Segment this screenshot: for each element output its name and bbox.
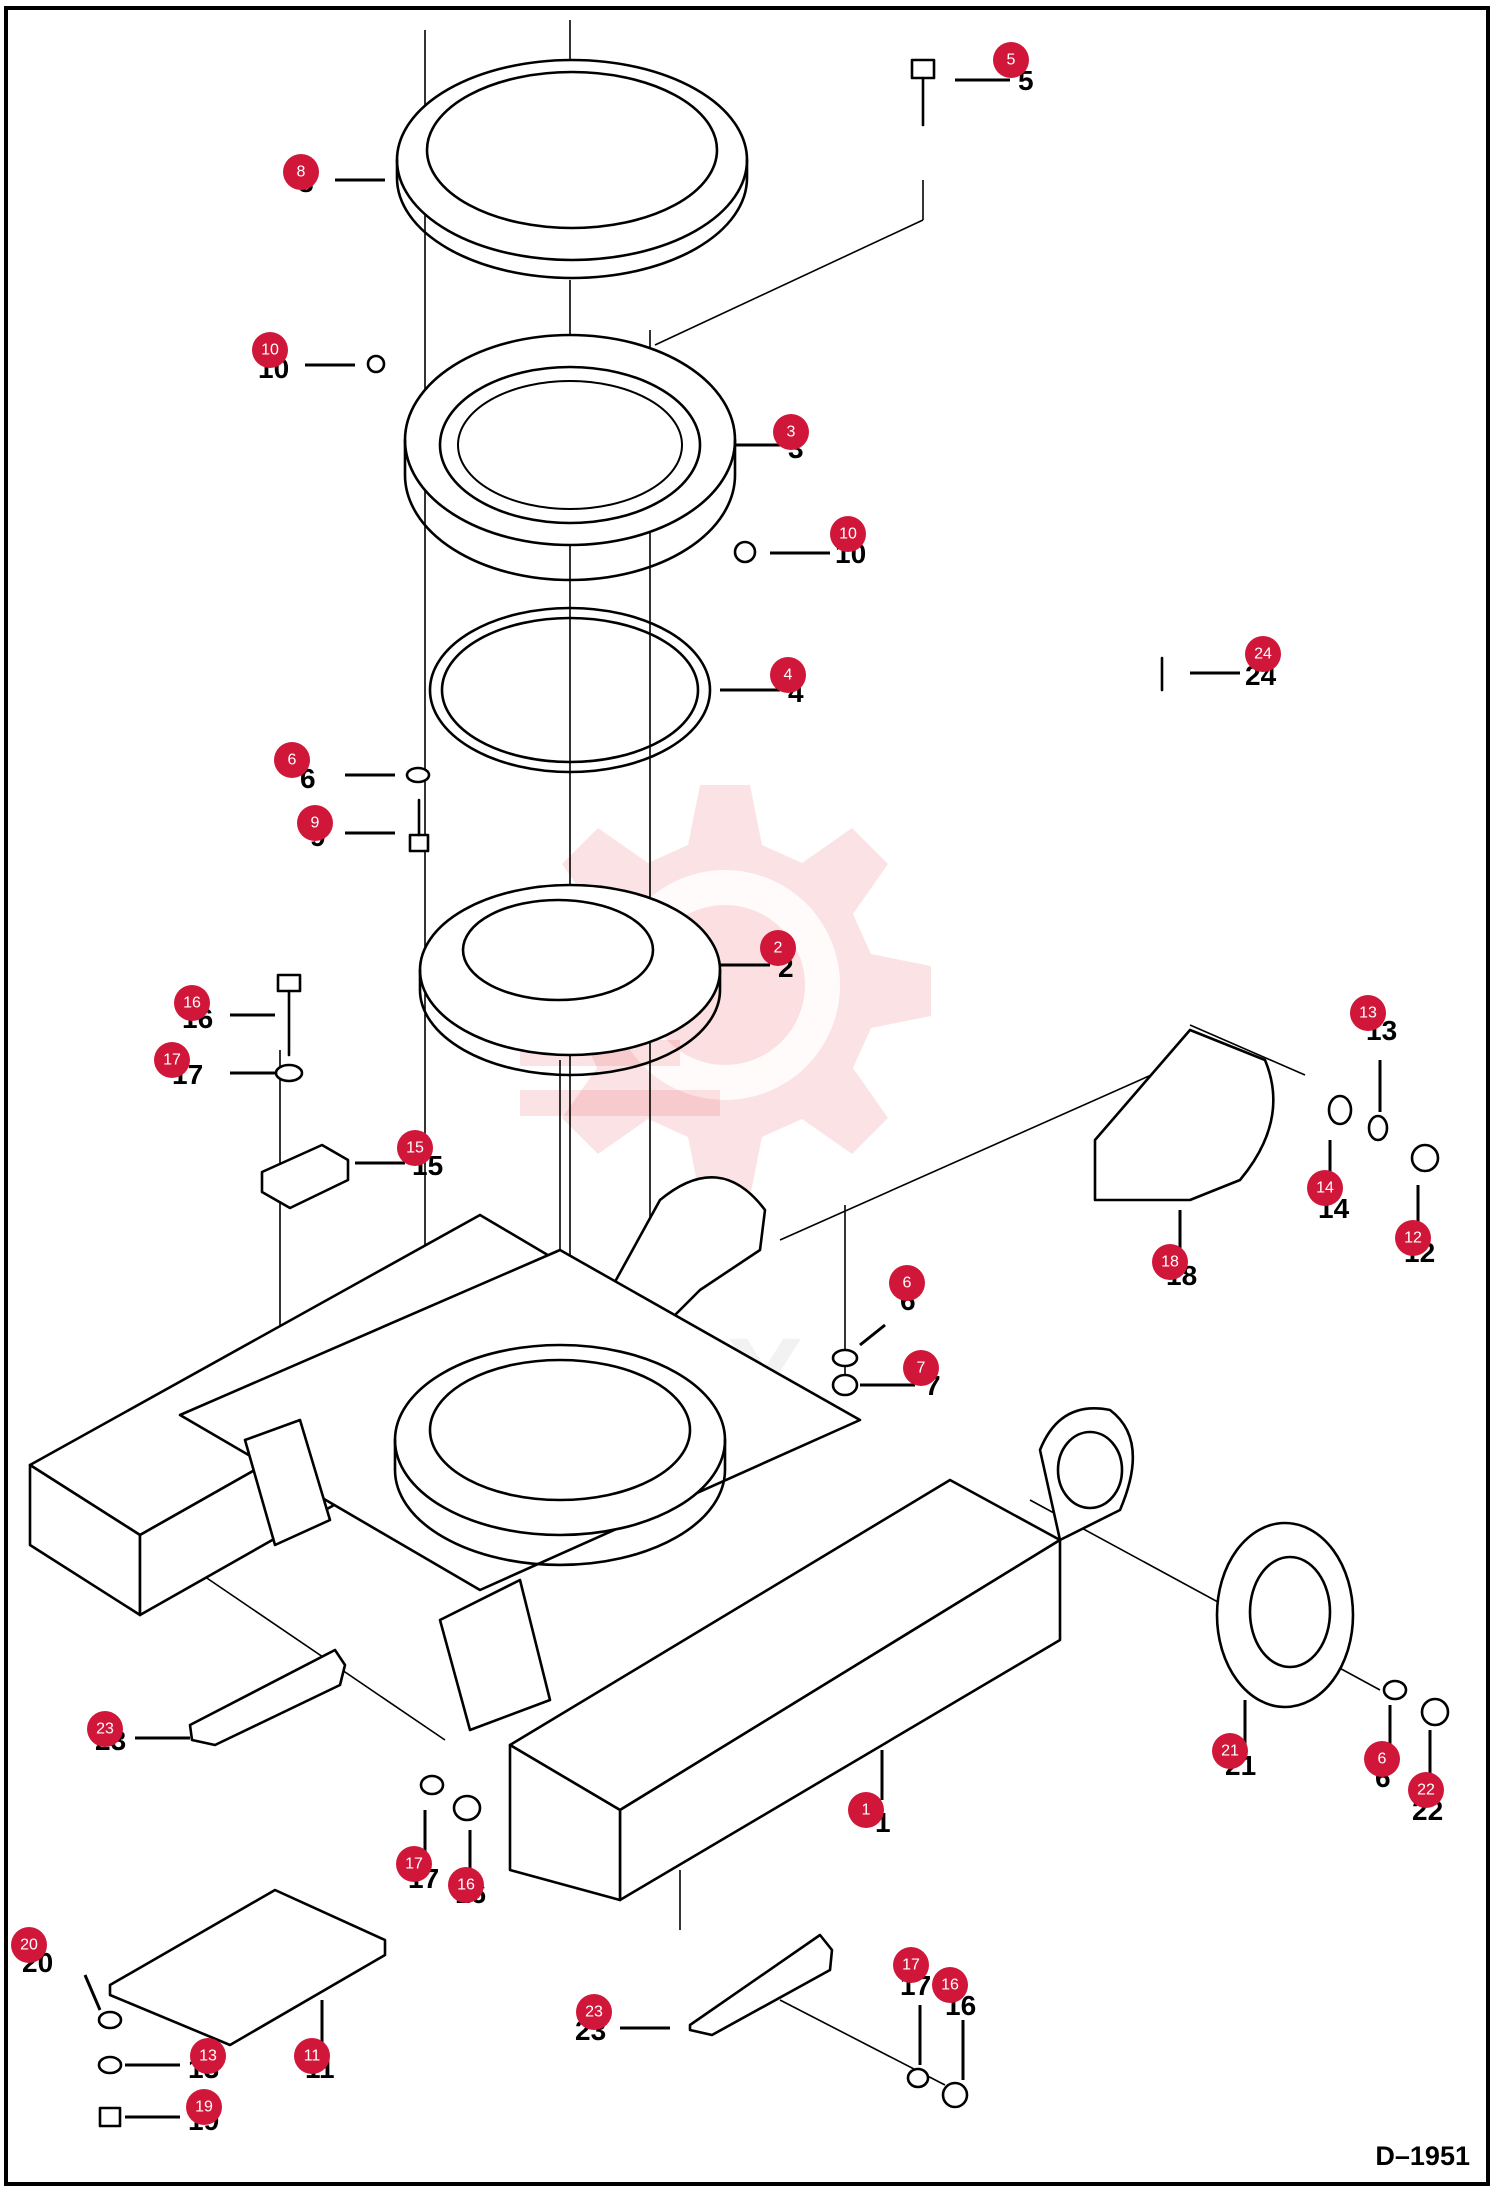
svg-text:8: 8 [297, 164, 306, 181]
svg-text:6: 6 [288, 752, 297, 769]
callout-markers: 5 8 10 3 10 4 24 6 9 2 16 17 15 13 14 12… [11, 42, 1444, 2125]
callout-17-upper[interactable]: 17 [154, 1042, 190, 1078]
svg-text:20: 20 [20, 1937, 38, 1954]
svg-text:10: 10 [839, 526, 857, 543]
svg-text:2: 2 [774, 940, 783, 957]
sheet-border [4, 6, 1490, 2186]
callout-10-top[interactable]: 10 [252, 332, 288, 368]
callout-16-upper[interactable]: 16 [174, 985, 210, 1021]
callout-11[interactable]: 11 [294, 2038, 330, 2074]
callout-13-right[interactable]: 13 [1350, 995, 1386, 1031]
svg-text:18: 18 [1161, 1254, 1179, 1271]
callout-3[interactable]: 3 [773, 414, 809, 450]
part-skid-plate [108, 1888, 387, 2047]
part-swing-bearing [403, 333, 737, 582]
callout-17-middle[interactable]: 17 [396, 1846, 432, 1882]
callout-16-middle[interactable]: 16 [448, 1867, 484, 1903]
hardware-bolts [97, 58, 1450, 2128]
callout-13-left[interactable]: 13 [190, 2038, 226, 2074]
part-sprocket [1215, 1521, 1355, 1709]
part-top-ring [395, 58, 749, 280]
callout-15[interactable]: 15 [397, 1130, 433, 1166]
svg-text:19: 19 [195, 2099, 213, 2116]
svg-text:23: 23 [585, 2004, 603, 2021]
callout-6-upper[interactable]: 6 [274, 742, 310, 778]
svg-text:5: 5 [1007, 52, 1016, 69]
callout-24[interactable]: 24 [1245, 636, 1281, 672]
callout-6-lower[interactable]: 6 [1364, 1741, 1400, 1777]
callout-8[interactable]: 8 [283, 154, 319, 190]
callout-7[interactable]: 7 [903, 1350, 939, 1386]
svg-text:24: 24 [1254, 646, 1272, 663]
callout-6-middle[interactable]: 6 [889, 1265, 925, 1301]
svg-text:17: 17 [902, 1957, 920, 1974]
callout-19[interactable]: 19 [186, 2089, 222, 2125]
part-mounting-ring [418, 883, 722, 1077]
callout-5[interactable]: 5 [993, 42, 1029, 78]
svg-text:14: 14 [1316, 1180, 1334, 1197]
svg-text:21: 21 [1221, 1743, 1239, 1760]
svg-text:4: 4 [784, 667, 793, 684]
callout-23-left[interactable]: 23 [87, 1711, 123, 1747]
svg-text:13: 13 [1359, 1005, 1377, 1022]
svg-text:11: 11 [304, 2048, 321, 2065]
part-track-guide-left [188, 1648, 347, 1747]
callout-21[interactable]: 21 [1212, 1733, 1248, 1769]
svg-text:16: 16 [183, 995, 201, 1012]
part-undercarriage-frame [28, 1213, 1135, 1902]
callout-4[interactable]: 4 [770, 657, 806, 693]
svg-text:6: 6 [903, 1275, 912, 1292]
svg-text:16: 16 [941, 1977, 959, 1994]
callout-10-right[interactable]: 10 [830, 516, 866, 552]
part-seal-ring [428, 606, 712, 774]
drawing-number: D–1951 [1375, 2141, 1470, 2171]
callout-23-right[interactable]: 23 [576, 1994, 612, 2030]
part-track-guide-right [688, 1933, 834, 2037]
svg-text:12: 12 [1404, 1230, 1422, 1247]
svg-text:9: 9 [311, 815, 320, 832]
svg-text:10: 10 [261, 342, 279, 359]
svg-text:15: 15 [406, 1140, 424, 1157]
svg-text:1: 1 [862, 1802, 871, 1819]
callout-16-lower[interactable]: 16 [932, 1967, 968, 2003]
svg-text:16: 16 [457, 1877, 475, 1894]
callout-1[interactable]: 1 [848, 1792, 884, 1828]
svg-text:7: 7 [917, 1360, 926, 1377]
callout-12[interactable]: 12 [1395, 1220, 1431, 1256]
svg-text:6: 6 [1378, 1751, 1387, 1768]
svg-text:22: 22 [1417, 1782, 1435, 1799]
svg-text:17: 17 [405, 1856, 423, 1873]
callout-17-lower[interactable]: 17 [893, 1947, 929, 1983]
callout-14[interactable]: 14 [1307, 1170, 1343, 1206]
svg-text:13: 13 [199, 2048, 217, 2065]
callout-9[interactable]: 9 [297, 805, 333, 841]
svg-text:23: 23 [96, 1721, 114, 1738]
callout-22[interactable]: 22 [1408, 1772, 1444, 1808]
svg-text:17: 17 [163, 1052, 181, 1069]
part-cover-plate [1093, 1028, 1275, 1202]
callout-18[interactable]: 18 [1152, 1244, 1188, 1280]
callout-2[interactable]: 2 [760, 930, 796, 966]
callout-20[interactable]: 20 [11, 1927, 47, 1963]
svg-text:3: 3 [787, 424, 796, 441]
